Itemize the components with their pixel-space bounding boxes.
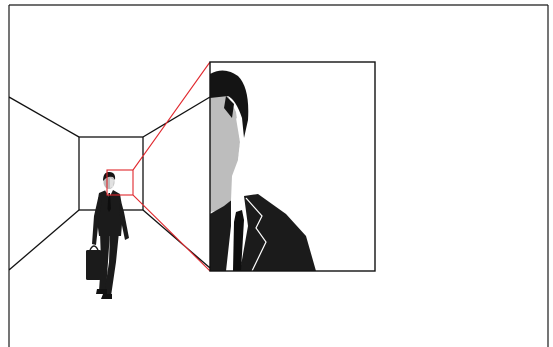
briefcase-handle bbox=[90, 246, 98, 250]
left-shoe bbox=[96, 289, 107, 294]
corridor-bottom-right-edge bbox=[143, 210, 210, 268]
corridor-top-left-edge bbox=[9, 97, 79, 137]
briefcase-body bbox=[86, 250, 101, 280]
right-shoe bbox=[101, 294, 112, 299]
zoom-indicator bbox=[107, 62, 210, 271]
zoom-line-bottom bbox=[133, 195, 210, 271]
corridor-top-right-edge bbox=[143, 97, 210, 137]
briefcase-icon bbox=[86, 246, 101, 280]
zoom-line-top bbox=[133, 62, 210, 170]
closeup-inset bbox=[210, 62, 375, 271]
corridor-bottom-left-edge bbox=[9, 210, 79, 270]
